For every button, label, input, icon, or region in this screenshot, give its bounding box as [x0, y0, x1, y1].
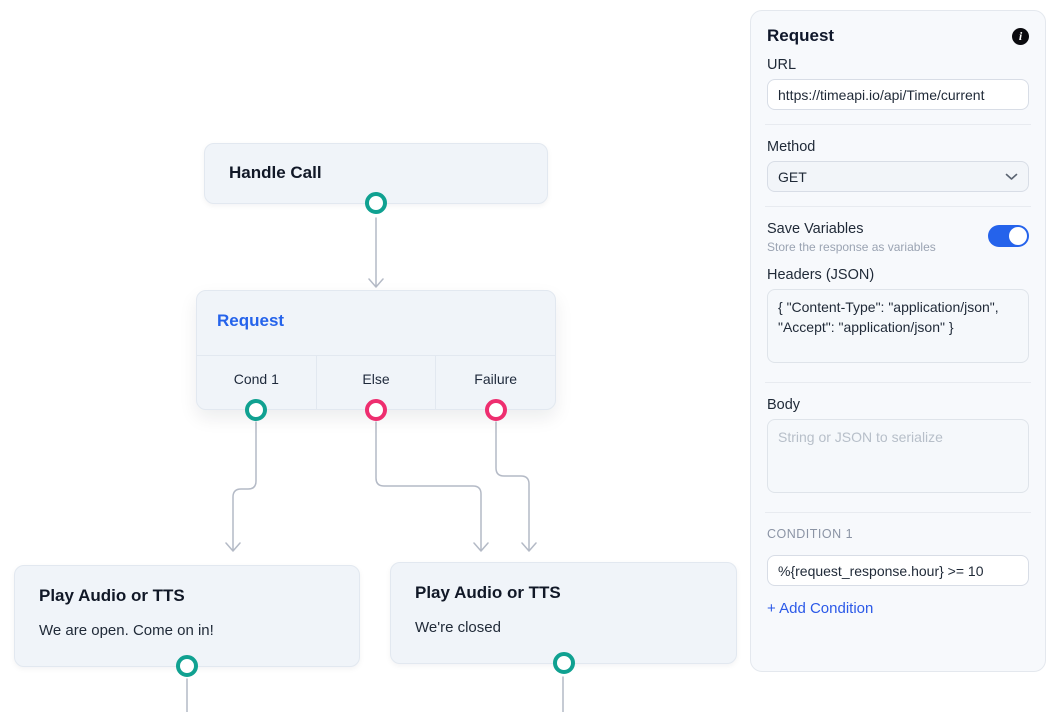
node-request-outputs: Cond 1 Else Failure: [197, 355, 555, 421]
body-textarea[interactable]: [767, 419, 1029, 493]
node-handle-call[interactable]: Handle Call: [204, 143, 548, 214]
node-request[interactable]: Request Cond 1 Else Failure: [196, 290, 556, 421]
panel-title: Request: [767, 26, 835, 45]
output-label: Failure: [474, 371, 518, 387]
method-value: GET: [778, 168, 807, 185]
headers-label: Headers (JSON): [767, 267, 875, 283]
divider: [765, 512, 1031, 513]
edge-failure-to-play-closed: [495, 421, 537, 552]
save-variables-subtext: Store the response as variables: [767, 240, 936, 254]
method-label: Method: [767, 139, 816, 155]
toggle-knob: [1009, 227, 1027, 245]
url-label: URL: [767, 57, 797, 73]
save-variables-text: Save Variables Store the response as var…: [767, 221, 936, 254]
info-icon[interactable]: i: [1012, 27, 1029, 45]
save-variables-toggle[interactable]: [988, 225, 1029, 247]
output-port[interactable]: [176, 655, 198, 677]
edge-handle-to-request: [368, 217, 384, 288]
node-request-header: Request: [197, 291, 555, 355]
body-label: Body: [767, 397, 801, 413]
node-title: Request: [217, 311, 285, 330]
condition-1-label: CONDITION 1: [767, 527, 854, 541]
method-select[interactable]: GET: [767, 161, 1029, 192]
output-port[interactable]: [365, 399, 387, 421]
node-title: Play Audio or TTS: [39, 586, 185, 605]
node-play-audio-closed[interactable]: Play Audio or TTS We're closed: [390, 562, 737, 674]
edge-else-to-play-closed: [375, 421, 489, 552]
headers-textarea[interactable]: { "Content-Type": "application/json", "A…: [767, 289, 1029, 363]
url-input[interactable]: [767, 79, 1029, 110]
output-failure: Failure: [435, 356, 555, 421]
condition-1-input[interactable]: [767, 555, 1029, 586]
output-else: Else: [315, 356, 436, 421]
output-label: Cond 1: [233, 371, 279, 387]
save-variables-row: Save Variables Store the response as var…: [767, 221, 1029, 254]
add-condition-link[interactable]: + Add Condition: [767, 600, 874, 617]
output-port[interactable]: [552, 652, 575, 674]
output-port[interactable]: [245, 399, 268, 421]
save-variables-label: Save Variables: [767, 221, 864, 237]
node-title: Play Audio or TTS: [415, 583, 561, 602]
edge-cond1-to-play-open: [225, 421, 257, 552]
divider: [765, 206, 1031, 207]
node-play-audio-open[interactable]: Play Audio or TTS We are open. Come on i…: [14, 565, 360, 677]
panel-header: Request i: [767, 26, 1029, 46]
node-tts-text: We're closed: [415, 619, 501, 636]
output-port[interactable]: [365, 192, 387, 214]
request-properties-panel: Request i URL Method GET Save Variables …: [750, 10, 1046, 672]
divider: [765, 124, 1031, 125]
chevron-down-icon: [1005, 173, 1018, 180]
node-title: Handle Call: [229, 163, 322, 182]
output-port[interactable]: [484, 399, 507, 421]
divider: [765, 382, 1031, 383]
output-cond1: Cond 1: [197, 356, 316, 421]
node-tts-text: We are open. Come on in!: [39, 622, 214, 639]
output-label: Else: [362, 371, 390, 387]
